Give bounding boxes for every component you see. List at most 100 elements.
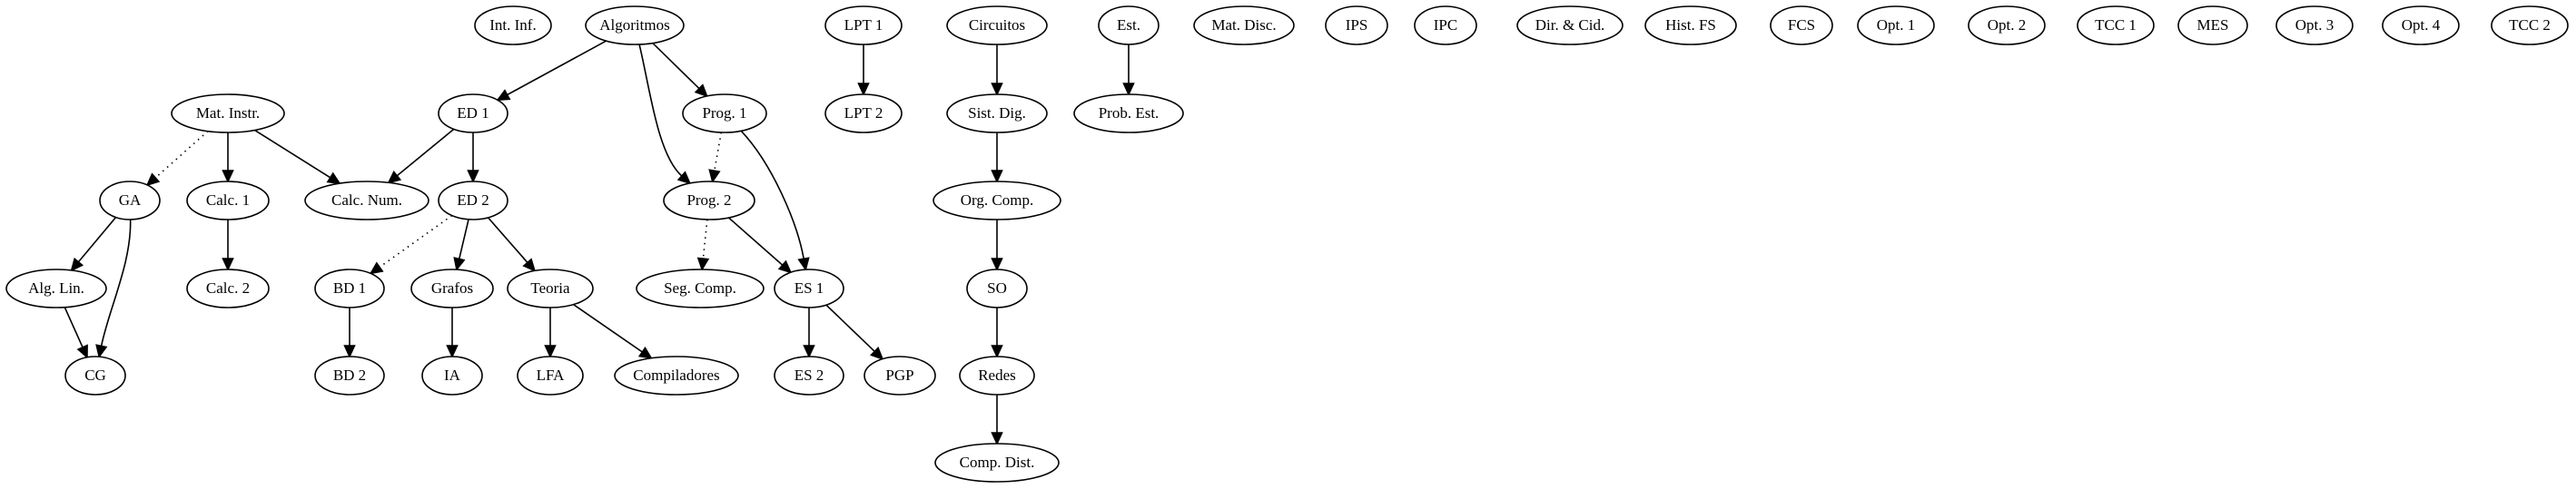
node-calc1: Calc. 1 (186, 181, 270, 220)
node-ellipse (946, 93, 1048, 133)
edge-ed2-to-bd1 (369, 214, 453, 275)
node-ellipse (1414, 5, 1477, 45)
node-label: ES 1 (795, 279, 824, 297)
node-label: Mat. Disc. (1211, 16, 1276, 34)
node-ellipse (2382, 5, 2460, 45)
edge-line (487, 217, 528, 263)
node-ellipse (2177, 5, 2248, 45)
edge-line (396, 128, 455, 177)
arrowhead-icon (991, 83, 1003, 96)
node-label: MES (2197, 16, 2229, 34)
arrowhead-icon (797, 257, 810, 271)
node-ed2: ED 2 (438, 181, 508, 220)
node-ellipse (314, 269, 385, 308)
node-prog2: Prog. 2 (663, 181, 755, 220)
node-mes: MES (2177, 5, 2248, 45)
node-opt1: Opt. 1 (1857, 5, 1935, 45)
node-label: GA (119, 191, 142, 209)
edge-algoritmos-to-prog2 (638, 44, 692, 185)
edge-mat-instr-to-calc-num (254, 129, 341, 185)
node-prob-est: Prob. Est. (1073, 93, 1184, 133)
edge-redes-to-comp-dist (991, 395, 1003, 445)
node-label: Grafos (431, 279, 473, 297)
node-redes: Redes (959, 356, 1035, 396)
arrowhead-icon (70, 257, 84, 272)
node-ellipse (682, 93, 767, 133)
arrowhead-icon (76, 344, 88, 359)
node-label: TCC 2 (2509, 16, 2551, 34)
edge-line (154, 131, 209, 179)
edge-es1-to-es2 (803, 308, 815, 358)
node-ellipse (314, 356, 385, 396)
arrowhead-icon (222, 258, 234, 271)
node-ellipse (304, 181, 429, 220)
node-ellipse (2077, 5, 2155, 45)
edge-ed2-to-grafos (453, 219, 469, 271)
node-ellipse (171, 93, 285, 133)
node-hist-fs: Hist. FS (1644, 5, 1737, 45)
node-ellipse (186, 269, 270, 308)
node-ellipse (636, 269, 765, 308)
node-ellipse (438, 93, 508, 133)
node-ellipse (1098, 5, 1160, 45)
node-bd2: BD 2 (314, 356, 385, 396)
node-opt3: Opt. 3 (2275, 5, 2354, 45)
arrowhead-icon (222, 170, 234, 183)
arrowhead-icon (694, 83, 708, 98)
edge-prog1-to-prog2 (708, 132, 723, 183)
node-ellipse (774, 356, 844, 396)
arrowhead-icon (991, 432, 1003, 445)
node-dir-cid: Dir. & Cid. (1516, 5, 1624, 45)
node-ellipse (824, 5, 903, 45)
arrowhead-icon (1122, 83, 1135, 96)
node-prog1: Prog. 1 (682, 93, 767, 133)
node-label: ED 2 (457, 191, 489, 209)
edge-ed2-to-teoria (487, 217, 537, 272)
arrowhead-icon (637, 347, 653, 359)
node-fcs: FCS (1770, 5, 1833, 45)
edge-mat-instr-to-calc1 (222, 132, 234, 183)
node-ellipse (1770, 5, 1833, 45)
node-label: Hist. FS (1665, 16, 1716, 34)
node-cg: CG (64, 356, 126, 396)
node-alg-lin: Alg. Lin. (5, 269, 107, 308)
node-label: Dir. & Cid. (1535, 16, 1605, 34)
node-int-inf: Int. Inf. (474, 5, 552, 45)
edge-sist-dig-to-org-comp (991, 132, 1003, 183)
node-label: Calc. 1 (206, 191, 250, 209)
edge-line (379, 214, 453, 269)
node-sist-dig: Sist. Dig. (946, 93, 1048, 133)
edge-calc1-to-calc2 (222, 220, 234, 271)
node-label: LPT 2 (844, 104, 883, 122)
node-label: Opt. 1 (1877, 16, 1916, 34)
node-est: Est. (1098, 5, 1160, 45)
node-ellipse (585, 5, 685, 45)
node-label: Teoria (530, 279, 570, 297)
node-ellipse (933, 181, 1061, 220)
arrowhead-icon (446, 345, 459, 358)
edge-prog1-to-es1 (740, 130, 810, 271)
edges-layer (64, 40, 1135, 445)
node-label: Opt. 3 (2295, 16, 2334, 34)
node-ips: IPS (1325, 5, 1388, 45)
arrowhead-icon (496, 89, 511, 102)
node-ellipse (517, 356, 584, 396)
node-ellipse (1857, 5, 1935, 45)
arrowhead-icon (453, 257, 466, 271)
edge-org-comp-to-so (991, 220, 1003, 271)
node-label: FCS (1788, 16, 1815, 34)
edge-line (714, 132, 723, 171)
edge-line (638, 44, 683, 177)
node-compiladores: Compiladores (614, 356, 739, 396)
edge-line (652, 42, 700, 90)
arrowhead-icon (857, 83, 870, 96)
node-label: SO (987, 279, 1007, 297)
node-ellipse (959, 356, 1035, 396)
node-label: BD 1 (333, 279, 366, 297)
node-ia: IA (421, 356, 483, 396)
edge-teoria-to-lfa (544, 308, 557, 358)
node-label: IA (444, 367, 461, 384)
node-opt2: Opt. 2 (1968, 5, 2046, 45)
node-label: Alg. Lin. (28, 279, 84, 297)
node-ellipse (1193, 5, 1295, 45)
